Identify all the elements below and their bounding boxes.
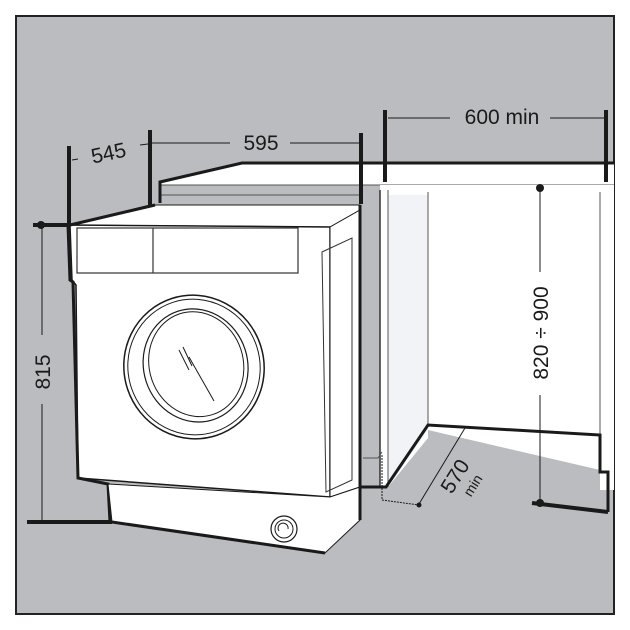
height-label: 815 [32, 354, 55, 389]
drain-filter-icon [270, 515, 298, 543]
worktop-height-label: 820 ÷ 900 [530, 286, 553, 379]
washing-machine [66, 204, 362, 555]
niche-width-label: 600 min [465, 106, 540, 129]
dimension-niche-width-600: 600 min [383, 106, 608, 182]
width-label: 595 [243, 132, 278, 155]
dimension-width-595: 595 [152, 132, 363, 204]
right-cabinet [363, 185, 614, 490]
control-panel [76, 227, 299, 274]
porthole-door [123, 294, 265, 440]
glass-reflection-icon [178, 346, 215, 402]
dimension-worktop-height: 820 ÷ 900 [530, 184, 609, 514]
dimension-height-815: 815 [32, 221, 70, 520]
side-door-panel [321, 237, 353, 493]
niche-floor-outline [360, 423, 610, 512]
